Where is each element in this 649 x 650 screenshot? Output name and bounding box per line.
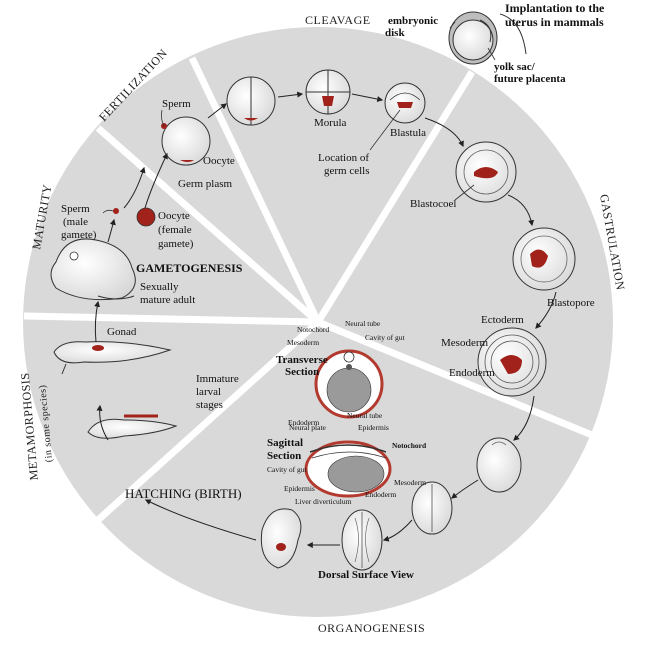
ectoderm-label: Ectoderm [481, 314, 524, 326]
germ-plasm-label: Germ plasm [178, 178, 233, 190]
germ-cells-label-2: germ cells [324, 165, 370, 177]
sag-title-1: Sagittal [267, 437, 303, 449]
implantation-label-1: Implantation to the [505, 1, 605, 15]
germ-cells-label-1: Location of [318, 152, 369, 164]
hatching-label: HATCHING (BIRTH) [125, 486, 242, 501]
gametogenesis-label: GAMETOGENESIS [136, 261, 243, 275]
mesoderm-label: Mesoderm [441, 337, 488, 349]
morula [305, 69, 351, 115]
neurula-dorsal [341, 509, 383, 571]
sperm-male-label-2: (male [63, 216, 88, 228]
sperm-cell [102, 208, 119, 214]
oocyte-label: Oocyte [203, 155, 235, 167]
cleavage-2cell [226, 76, 276, 126]
blastocoel-leader [454, 184, 475, 201]
oocyte-female-label-2: (female [158, 224, 192, 236]
embryonic-disk-label-1: embryonic [388, 15, 438, 27]
ts-notochord: Notochord [297, 325, 329, 334]
oocyte-cell [136, 207, 156, 227]
yolk-sac-label-2: future placenta [494, 73, 566, 85]
gonad-label: Gonad [107, 326, 137, 338]
larva-tadpole [53, 341, 172, 375]
sag-neural-tube: Neural tube [347, 411, 383, 420]
sag-neural-plate: Neural plate [289, 423, 327, 432]
endoderm-label: Endoderm [449, 367, 495, 379]
sag-mesoderm: Mesoderm [394, 478, 426, 487]
sperm-male-label-1: Sperm [61, 203, 90, 215]
ts-epidermis: Epidermis [358, 423, 389, 432]
larval-label-1: Immature [196, 373, 239, 385]
dorsal-view-label: Dorsal Surface View [318, 569, 414, 581]
neurula-2 [411, 481, 453, 535]
blastopore-label: Blastopore [547, 297, 595, 309]
sag-liver: Liver diverticulum [295, 497, 352, 506]
larval-label-2: larval [196, 386, 221, 398]
ts-title-2: Section [285, 366, 319, 378]
flow-arrows [94, 91, 557, 548]
sag-title-2: Section [267, 450, 301, 462]
blastula [384, 82, 426, 124]
gastrula-embryo [477, 327, 547, 397]
fertilized-egg [160, 109, 211, 166]
larval-label-3: stages [196, 399, 223, 411]
implantation-illustration [448, 11, 527, 65]
oocyte-female-label-3: gamete) [158, 238, 194, 250]
germ-cells-leader [369, 109, 401, 151]
morula-label: Morula [314, 117, 347, 129]
sag-epidermis: Epidermis [284, 484, 315, 493]
blastocoel-label: Blastocoel [410, 198, 456, 210]
sag-endoderm: Endoderm [365, 490, 396, 499]
sagittal-section [304, 440, 392, 498]
oocyte-female-label-1: Oocyte [158, 210, 190, 222]
implantation-label-2: uterus in mammals [505, 15, 604, 29]
tailbud-embryo [260, 508, 302, 569]
blastocoel-embryo [455, 141, 517, 203]
stage-cleavage: CLEAVAGE [305, 13, 371, 27]
ts-neural-tube: Neural tube [345, 319, 381, 328]
sag-cavity-gut: Cavity of gut [267, 465, 307, 474]
transverse-section [314, 349, 384, 419]
yolk-sac-label-1: yolk sac/ [494, 61, 536, 73]
hatchling-tadpole [87, 414, 178, 439]
adult-frog [50, 238, 136, 301]
neurula-1 [476, 437, 522, 493]
sperm-male-label-3: gamete) [61, 229, 97, 241]
sag-notochord: Notochord [392, 441, 427, 450]
sperm-label: Sperm [162, 98, 191, 110]
embryonic-disk-label-2: disk [385, 27, 405, 39]
ts-endoderm: Endoderm [288, 418, 319, 427]
blastula-label: Blastula [390, 127, 426, 139]
sector-dividers [23, 56, 606, 523]
ts-title-1: Transverse [276, 354, 328, 366]
adult-label-2: mature adult [140, 294, 195, 306]
stage-organogenesis: ORGANOGENESIS [318, 621, 425, 635]
ts-mesoderm: Mesoderm [287, 338, 319, 347]
blastopore-embryo [512, 227, 576, 291]
adult-label-1: Sexually [140, 281, 179, 293]
ts-cavity-gut: Cavity of gut [365, 333, 405, 342]
